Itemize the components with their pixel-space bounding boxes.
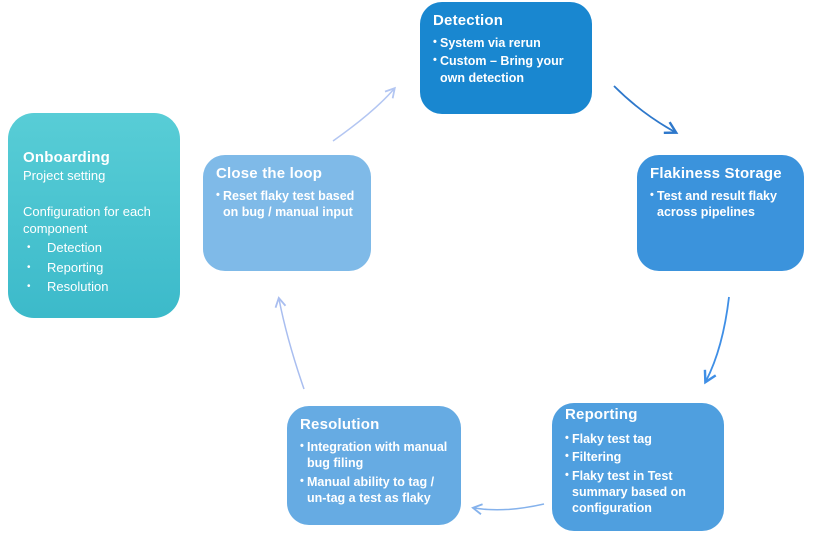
node-flakiness-storage-title: Flakiness Storage xyxy=(650,165,782,182)
arrow-close-to-detection xyxy=(332,86,396,142)
node-onboarding: Onboarding Project setting Configuration… xyxy=(8,113,180,318)
bullet-item: Integration with manual bug filing xyxy=(300,439,449,472)
node-reporting-bullet-list: Flaky test tag Filtering Flaky test in T… xyxy=(565,431,712,516)
node-detection-bullet-list: System via rerun Custom – Bring your own… xyxy=(433,35,580,86)
node-onboarding-body: Configuration for each component xyxy=(23,203,151,237)
arrow-detection-to-flakiness xyxy=(613,85,679,135)
node-close-the-loop-title: Close the loop xyxy=(216,165,323,182)
node-detection-title: Detection xyxy=(433,12,504,29)
arrow-reporting-to-resolution xyxy=(471,503,545,515)
arrow-resolution-to-close xyxy=(274,296,305,390)
arrow-flakiness-to-reporting xyxy=(703,296,730,385)
bullet-item: Flaky test in Test summary based on conf… xyxy=(565,468,712,517)
node-reporting: Reporting Flaky test tag Filtering Flaky… xyxy=(552,403,724,531)
bullet-item: System via rerun xyxy=(433,35,580,51)
node-resolution-title: Resolution xyxy=(300,416,380,433)
node-resolution: Resolution Integration with manual bug f… xyxy=(287,406,461,525)
node-flakiness-storage: Flakiness Storage Test and result flaky … xyxy=(637,155,804,271)
node-onboarding-title: Onboarding xyxy=(23,149,110,166)
bullet-item: Resolution xyxy=(23,279,166,296)
node-reporting-title: Reporting xyxy=(565,406,638,423)
bullet-item: Flaky test tag xyxy=(565,431,712,447)
node-flakiness-storage-bullet-list: Test and result flaky across pipelines xyxy=(650,188,792,221)
bullet-item: Reporting xyxy=(23,260,166,277)
node-detection: Detection System via rerun Custom – Brin… xyxy=(420,2,592,114)
node-close-the-loop: Close the loop Reset flaky test based on… xyxy=(203,155,371,271)
bullet-item: Filtering xyxy=(565,449,712,465)
bullet-item: Reset flaky test based on bug / manual i… xyxy=(216,188,359,221)
bullet-item: Test and result flaky across pipelines xyxy=(650,188,792,221)
node-close-the-loop-bullet-list: Reset flaky test based on bug / manual i… xyxy=(216,188,359,221)
node-onboarding-bullet-list: Detection Reporting Resolution xyxy=(23,240,166,297)
bullet-item: Custom – Bring your own detection xyxy=(433,53,580,86)
bullet-item: Detection xyxy=(23,240,166,257)
node-onboarding-subtitle: Project setting xyxy=(23,168,106,183)
node-resolution-bullet-list: Integration with manual bug filing Manua… xyxy=(300,439,449,506)
bullet-item: Manual ability to tag / un-tag a test as… xyxy=(300,474,449,507)
